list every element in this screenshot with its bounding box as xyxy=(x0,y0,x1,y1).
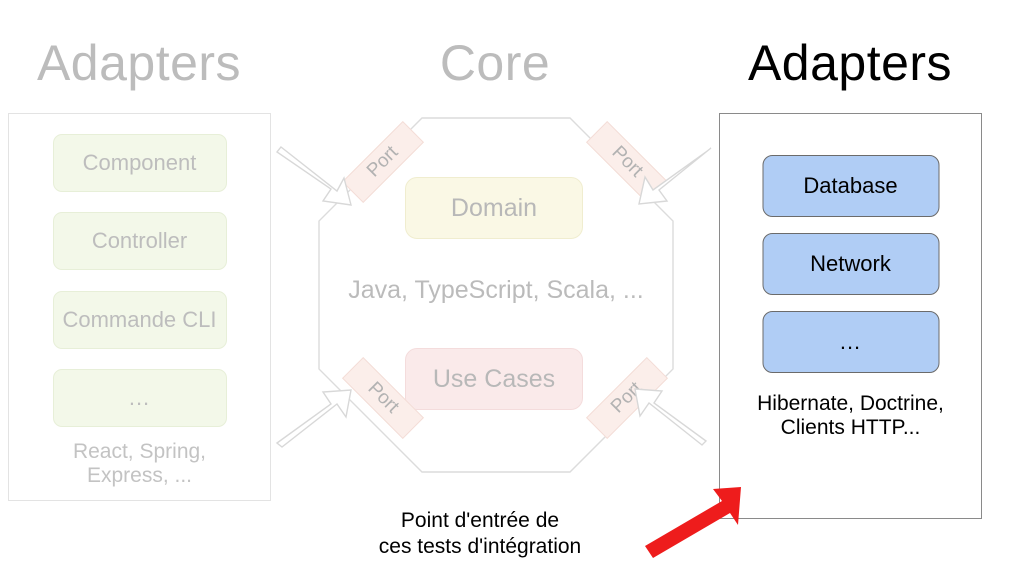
left-panel-caption: React, Spring, Express, ... xyxy=(72,440,207,487)
left-adapter-item-commande-cli[interactable]: Commande CLI xyxy=(52,291,227,349)
right-adapter-item-network[interactable]: Network xyxy=(762,233,939,295)
right-adapter-item-more[interactable]: ... xyxy=(762,311,939,373)
right-column-title: Adapters xyxy=(747,35,953,91)
left-adapter-item-controller[interactable]: Controller xyxy=(52,212,227,270)
core-languages-label: Java, TypeScript, Scala, ... xyxy=(348,276,644,304)
right-adapters-panel: Database Network ... Hibernate, Doctrine… xyxy=(719,113,982,519)
left-adapter-item-more[interactable]: ... xyxy=(52,369,227,427)
left-column-title: Adapters xyxy=(36,35,242,91)
core-domain-box[interactable]: Domain xyxy=(405,177,583,239)
left-adapters-panel: Component Controller Commande CLI ... Re… xyxy=(8,113,271,501)
right-panel-caption: Hibernate, Doctrine, Clients HTTP... xyxy=(757,392,944,439)
right-adapter-item-database[interactable]: Database xyxy=(762,155,939,217)
left-adapter-item-component[interactable]: Component xyxy=(52,134,227,192)
core-use-cases-box[interactable]: Use Cases xyxy=(405,348,583,410)
core-column-title: Core xyxy=(439,35,551,91)
annotation-text: Point d'entrée de ces tests d'intégratio… xyxy=(378,509,582,558)
